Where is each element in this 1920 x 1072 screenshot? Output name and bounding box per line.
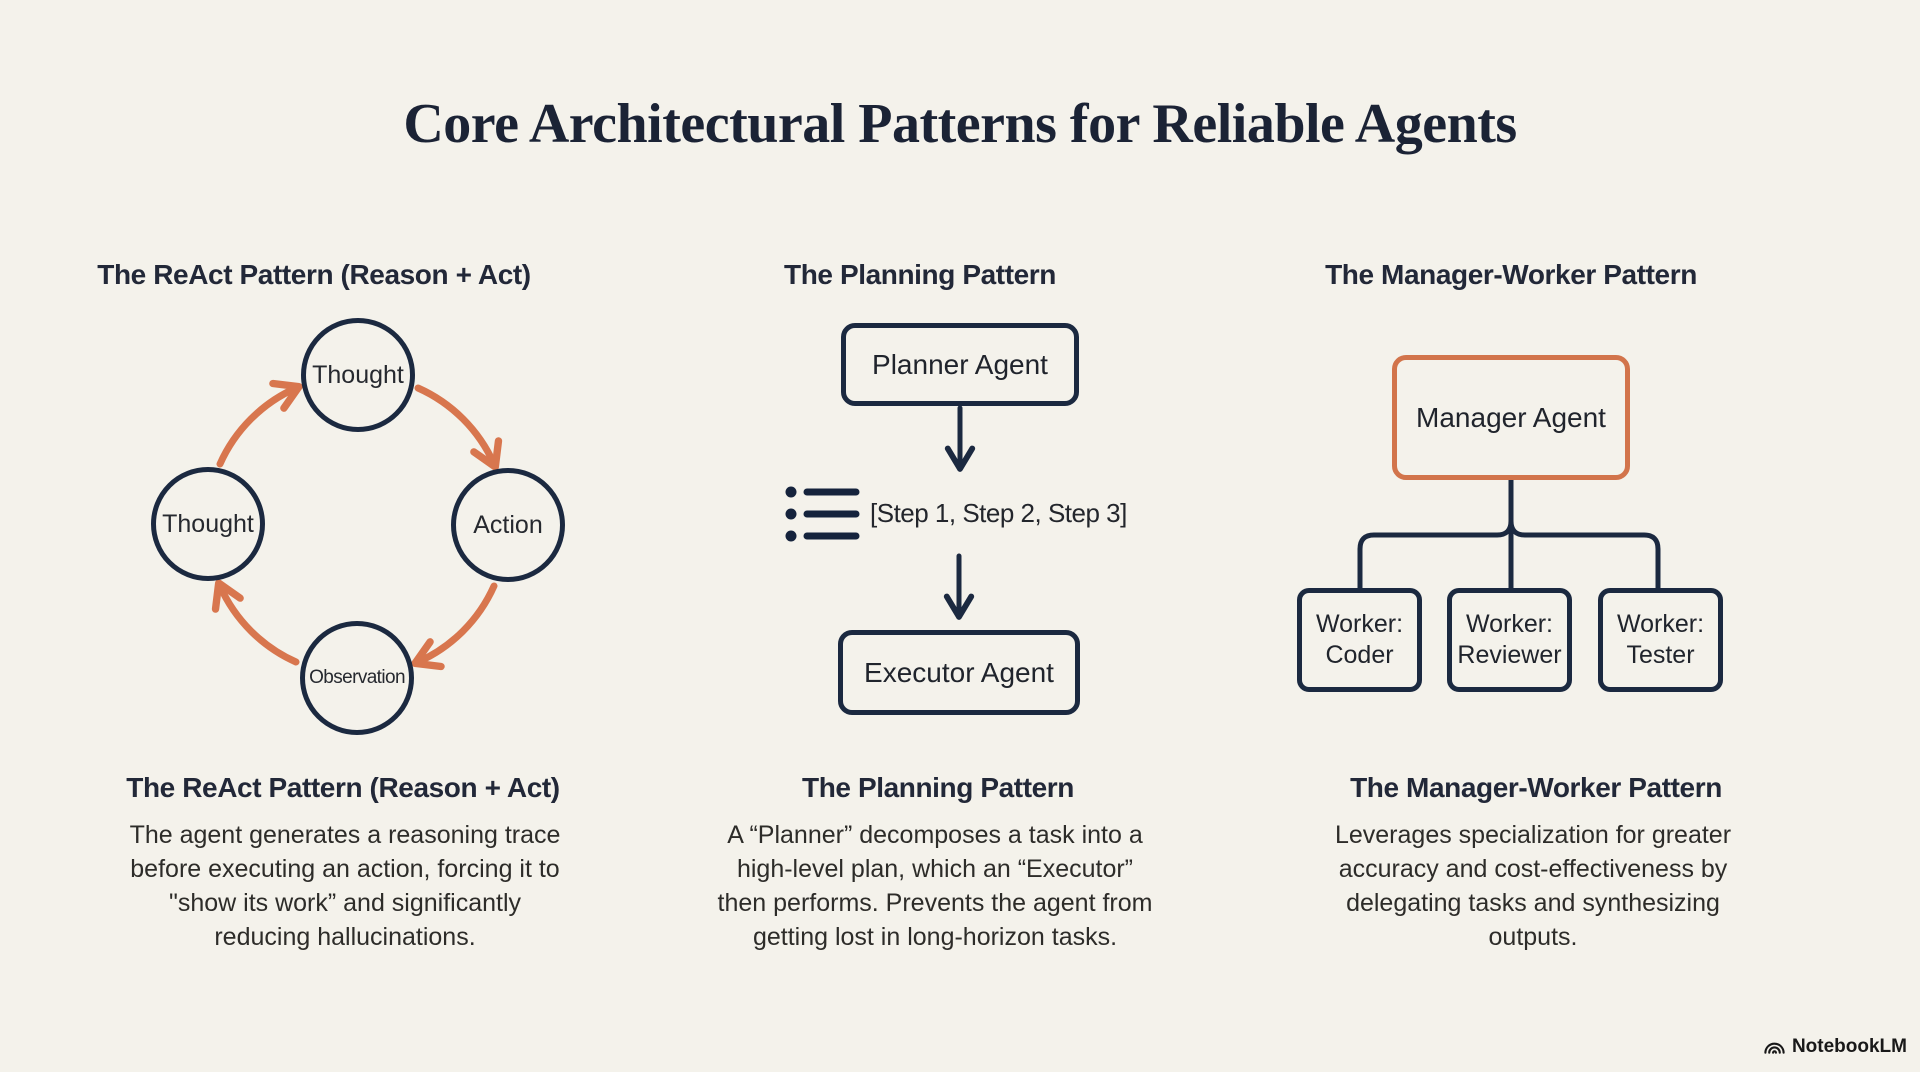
executor-agent-label: Executor Agent (864, 656, 1054, 688)
manager-agent-label: Manager Agent (1416, 401, 1606, 433)
planning-pattern-heading: The Planning Pattern (783, 259, 1057, 290)
planning-flow-arrows (943, 405, 976, 620)
planner-agent-box: Planner Agent (841, 323, 1079, 406)
executor-agent-box: Executor Agent (838, 630, 1080, 715)
manager-worker-bottom-heading: The Manager-Worker Pattern (1350, 772, 1722, 803)
react-pattern-bottom-heading: The ReAct Pattern (Reason + Act) (126, 772, 560, 803)
react-pattern-description: The agent generates a reasoning trace be… (129, 821, 561, 951)
planner-agent-label: Planner Agent (872, 348, 1048, 380)
manager-worker-description: Leverages specialization for greater acc… (1334, 821, 1732, 951)
manager-tree-connector (1357, 477, 1661, 591)
cycle-node-observation: Observation (300, 621, 414, 735)
manager-worker-heading: The Manager-Worker Pattern (1325, 259, 1697, 290)
footer-brand: NotebookLM (1763, 1036, 1907, 1058)
worker-label: Worker: Reviewer (1457, 610, 1562, 669)
cycle-node-label: Observation (309, 667, 405, 688)
cycle-node-thought-top: Thought (301, 318, 415, 432)
notebooklm-logo-icon (1764, 1042, 1785, 1054)
arc-bottom-to-left (211, 579, 300, 666)
cycle-node-label: Action (473, 510, 543, 539)
worker-tester-box: Worker: Tester (1598, 588, 1723, 692)
planning-pattern-description: A “Planner” decomposes a task into a hig… (717, 821, 1153, 951)
worker-coder-box: Worker: Coder (1297, 588, 1422, 692)
connector-left (1357, 518, 1514, 591)
cycle-node-label: Thought (312, 360, 404, 389)
arc-right-to-bottom (411, 582, 498, 671)
footer-brand-label: NotebookLM (1791, 1036, 1907, 1057)
cycle-node-action: Action (451, 468, 565, 582)
worker-reviewer-box: Worker: Reviewer (1447, 588, 1572, 692)
cycle-arrows (211, 379, 503, 671)
arc-top-to-right (414, 384, 503, 471)
bulleted-list-icon (785, 486, 860, 542)
arc-left-to-top (216, 379, 303, 468)
manager-agent-box: Manager Agent (1392, 355, 1630, 480)
steps-label: [Step 1, Step 2, Step 3] (870, 498, 1127, 528)
cycle-node-label: Thought (162, 509, 254, 538)
cycle-node-thought-left: Thought (151, 467, 265, 581)
react-pattern-heading: The ReAct Pattern (Reason + Act) (97, 259, 531, 290)
page-title: Core Architectural Patterns for Reliable… (403, 93, 1517, 155)
planning-pattern-bottom-heading: The Planning Pattern (801, 772, 1075, 803)
worker-label: Worker: Tester (1616, 610, 1705, 669)
worker-label: Worker: Coder (1315, 610, 1404, 669)
connector-right (1508, 518, 1661, 591)
